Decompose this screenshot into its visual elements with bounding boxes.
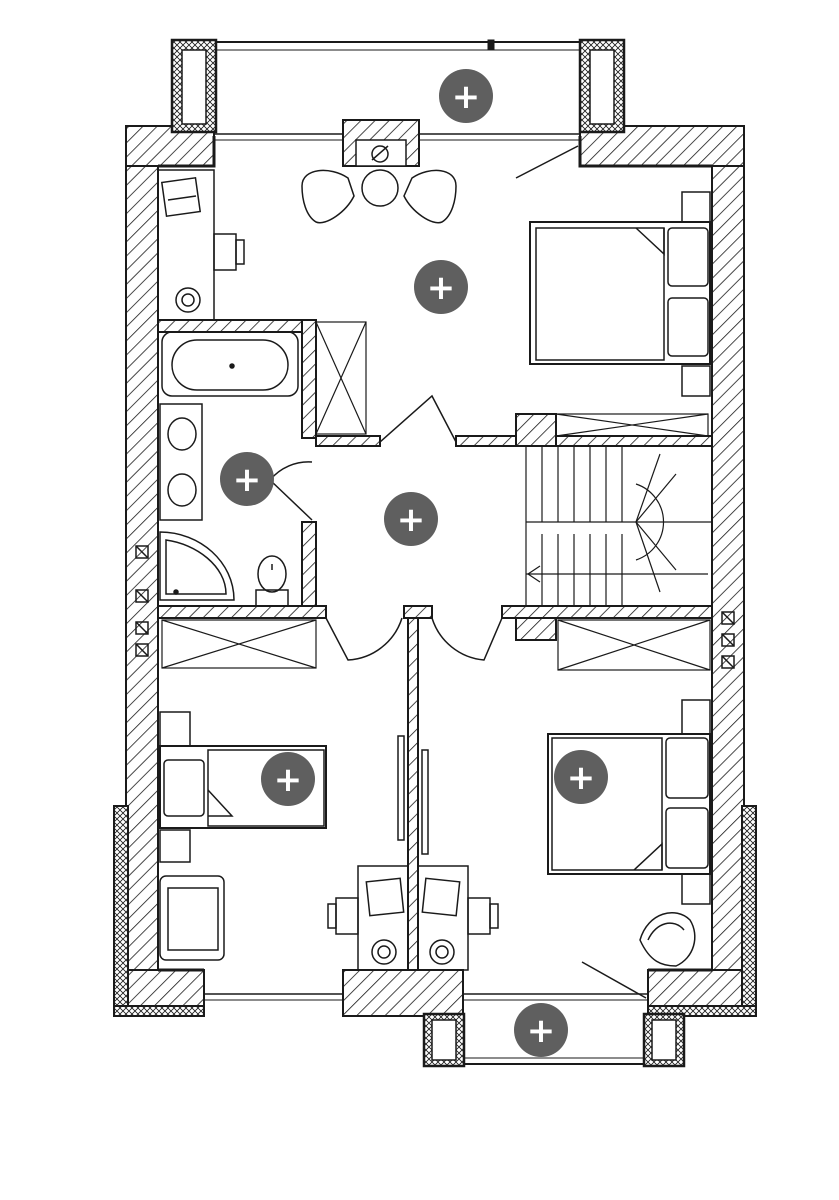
master-bedroom-furniture [157,145,711,397]
hotspot-bedroom-right[interactable]: + [554,750,608,804]
hotspot-master-bedroom[interactable]: + [414,260,468,314]
wardrobes-lower [161,619,711,671]
staircase [525,413,713,607]
fireplace [355,139,407,167]
bedroom-right-furniture [547,699,711,999]
right-bay [647,805,757,1017]
bathroom-walls [157,319,327,619]
plus-icon [414,260,468,314]
hotspot-bathroom[interactable]: + [220,452,274,506]
hotspot-glyph: + [397,500,426,540]
bottom-balcony [204,993,686,1068]
left-bay [113,805,205,1017]
vents-right [721,611,735,669]
plus-icon [439,69,493,123]
plus-icon [220,452,274,506]
hall-doors [325,394,503,661]
plus-icon [384,492,438,546]
hotspot-glyph: + [452,77,481,117]
hotspot-balcony-bottom[interactable]: + [514,1003,568,1057]
hotspot-balcony-top[interactable]: + [439,69,493,123]
wardrobe-top [315,321,367,435]
hotspot-hallway[interactable]: + [384,492,438,546]
plus-icon [514,1003,568,1057]
bedroom-left-furniture [159,711,499,971]
hotspots: + + + + + + + [220,69,608,1057]
vents-left [135,545,149,657]
plus-icon [261,752,315,806]
plus-icon [554,750,608,804]
hotspot-glyph: + [567,758,596,798]
sliding-doors [397,735,429,855]
hotspot-bedroom-left[interactable]: + [261,752,315,806]
center-partition [407,617,419,971]
wall-outline [158,136,712,972]
hotspot-glyph: + [274,760,303,800]
hotspot-glyph: + [427,268,456,308]
hotspot-glyph: + [527,1011,556,1051]
top-balcony [170,38,626,141]
exterior-walls [125,119,745,1017]
hotspot-glyph: + [233,460,262,500]
